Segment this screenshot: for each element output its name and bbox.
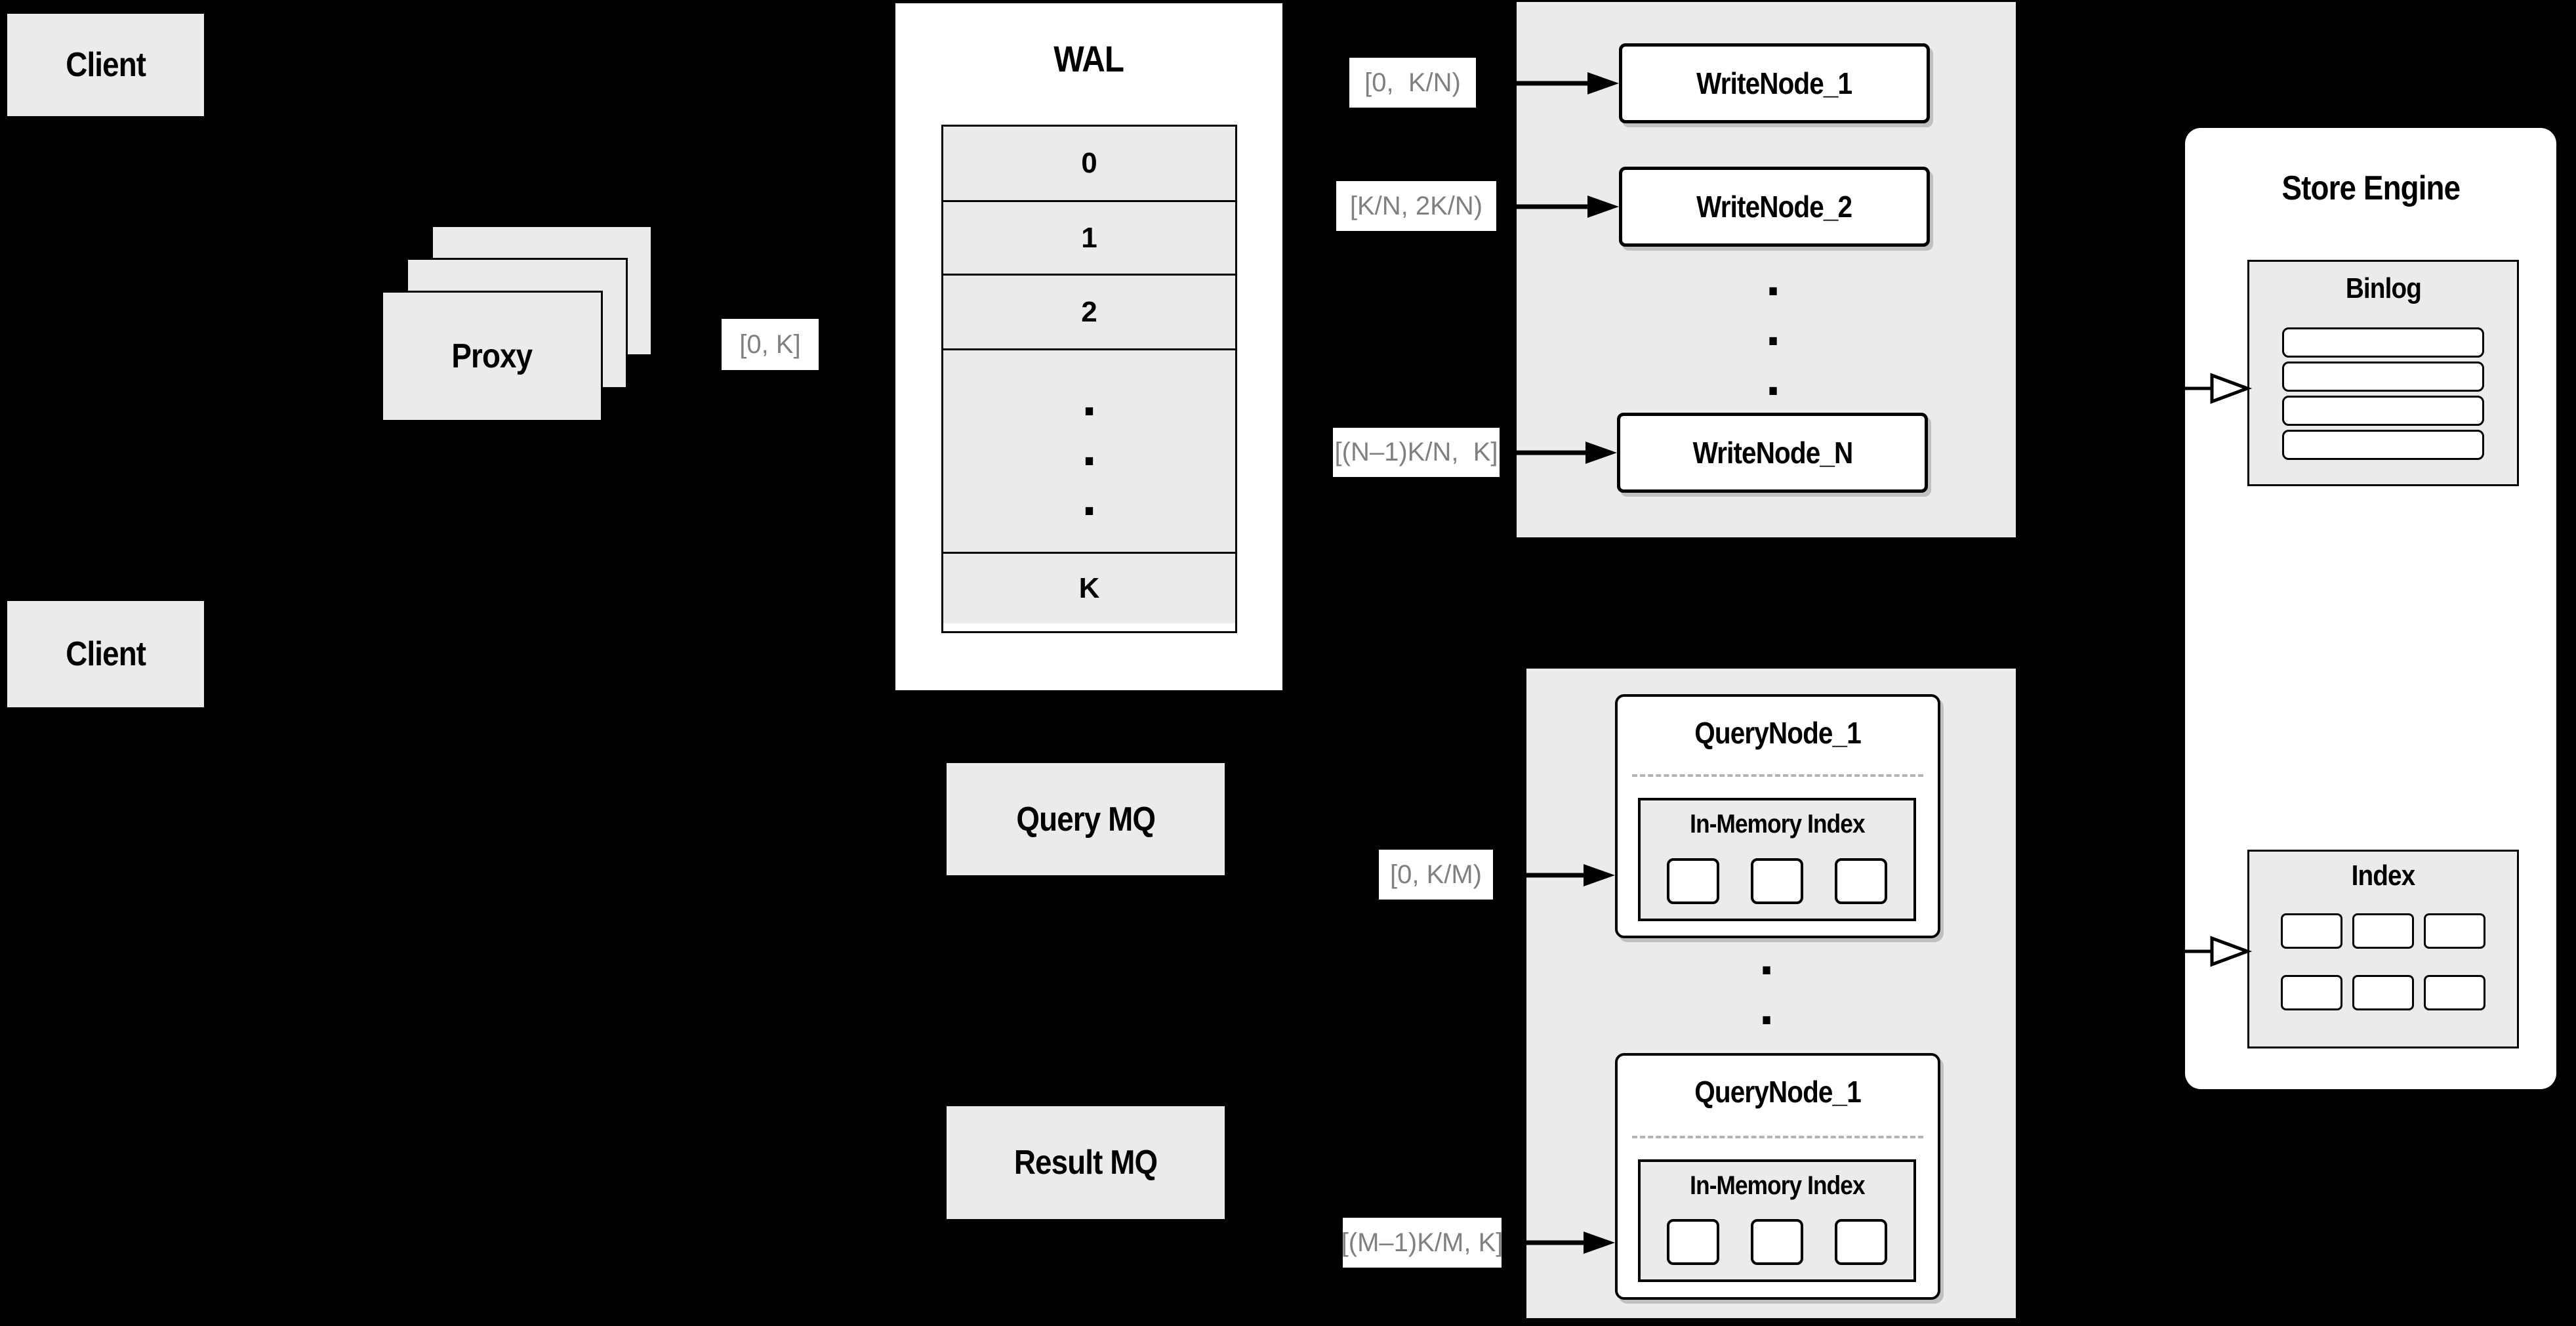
range-label-query-node-bottom: [(M–1)K/M, K] (1341, 1218, 1503, 1268)
wal-row-1: 1 (943, 200, 1235, 274)
query-node-top-divider (1632, 774, 1923, 777)
index-segment-cell (2424, 913, 2485, 949)
query-mq-label: Query MQ (1016, 800, 1156, 839)
binlog-segment-row (2282, 362, 2484, 392)
query-node-top-inmemory-box: In-Memory Index (1638, 798, 1916, 921)
binlog-box: Binlog (2247, 260, 2519, 486)
query-node-bottom-inmemory-label: In-Memory Index (1689, 1171, 1865, 1200)
result-mq-label: Result MQ (1013, 1144, 1158, 1182)
wal-row-k: K (943, 552, 1235, 623)
wal-title: WAL (1053, 38, 1125, 79)
client-bottom-label: Client (66, 635, 146, 673)
wal-row-0: 0 (943, 127, 1235, 200)
result-mq-box: Result MQ (945, 1104, 1227, 1221)
index-segment-cell (2281, 975, 2342, 1010)
wal-segment-table: 0 1 2 . . . K (941, 125, 1237, 633)
client-top-label: Client (66, 46, 146, 84)
write-node-2-label: WriteNode_2 (1696, 190, 1852, 224)
store-engine-title: Store Engine (2281, 169, 2461, 207)
write-node-1-label: WriteNode_1 (1696, 66, 1852, 100)
proxy-label: Proxy (451, 337, 533, 375)
query-node-bottom-divider (1632, 1136, 1923, 1138)
binlog-segment-row (2282, 396, 2484, 426)
binlog-segment-row (2282, 327, 2484, 358)
query-node-top-label: QueryNode_1 (1694, 716, 1861, 750)
query-mq-box: Query MQ (945, 761, 1227, 877)
write-node-ellipsis: . . . (1765, 257, 1782, 405)
index-segment-cell (2424, 975, 2485, 1010)
wal-vertical-ellipsis: . . . (1081, 377, 1097, 526)
range-label-query-node-top: [0, K/M) (1379, 850, 1493, 900)
index-segment-cell (2352, 975, 2414, 1010)
query-node-top-inmemory-label: In-Memory Index (1689, 810, 1865, 839)
wal-panel: WAL 0 1 2 . . . K (895, 3, 1282, 690)
proxy-box: Proxy (381, 291, 603, 422)
segment-cell (1835, 1219, 1887, 1265)
write-node-1-box: WriteNode_1 (1619, 43, 1930, 123)
write-node-n-box: WriteNode_N (1617, 413, 1928, 493)
index-segment-cell (2281, 913, 2342, 949)
wal-row-ellipsis: . . . (943, 348, 1235, 552)
index-title: Index (2351, 860, 2416, 892)
binlog-segment-row (2282, 430, 2484, 460)
index-box: Index (2247, 850, 2519, 1048)
range-label-proxy-out: [0, K] (722, 319, 819, 370)
segment-cell (1751, 858, 1803, 904)
query-node-bottom-label: QueryNode_1 (1694, 1075, 1861, 1109)
query-node-top-box: QueryNode_1 In-Memory Index (1615, 694, 1940, 938)
segment-cell (1667, 1219, 1719, 1265)
write-node-2-box: WriteNode_2 (1619, 167, 1930, 247)
index-segment-cell (2352, 913, 2414, 949)
range-label-write-node-n: [(N–1)K/N, K] (1333, 428, 1500, 477)
binlog-title: Binlog (2345, 272, 2421, 304)
range-label-write-node-1: [0, K/N) (1349, 58, 1476, 108)
segment-cell (1835, 858, 1887, 904)
wal-row-2: 2 (943, 274, 1235, 348)
client-top-box: Client (5, 12, 206, 118)
range-label-write-node-2: [K/N, 2K/N) (1336, 181, 1496, 231)
query-node-bottom-inmemory-box: In-Memory Index (1638, 1159, 1916, 1282)
query-node-ellipsis: . . . (1758, 936, 1775, 1081)
segment-cell (1667, 858, 1719, 904)
query-node-bottom-box: QueryNode_1 In-Memory Index (1615, 1053, 1940, 1300)
client-bottom-box: Client (5, 599, 206, 709)
write-node-n-label: WriteNode_N (1692, 436, 1853, 470)
segment-cell (1751, 1219, 1803, 1265)
store-engine-panel: Store Engine Binlog Index (2185, 128, 2556, 1089)
